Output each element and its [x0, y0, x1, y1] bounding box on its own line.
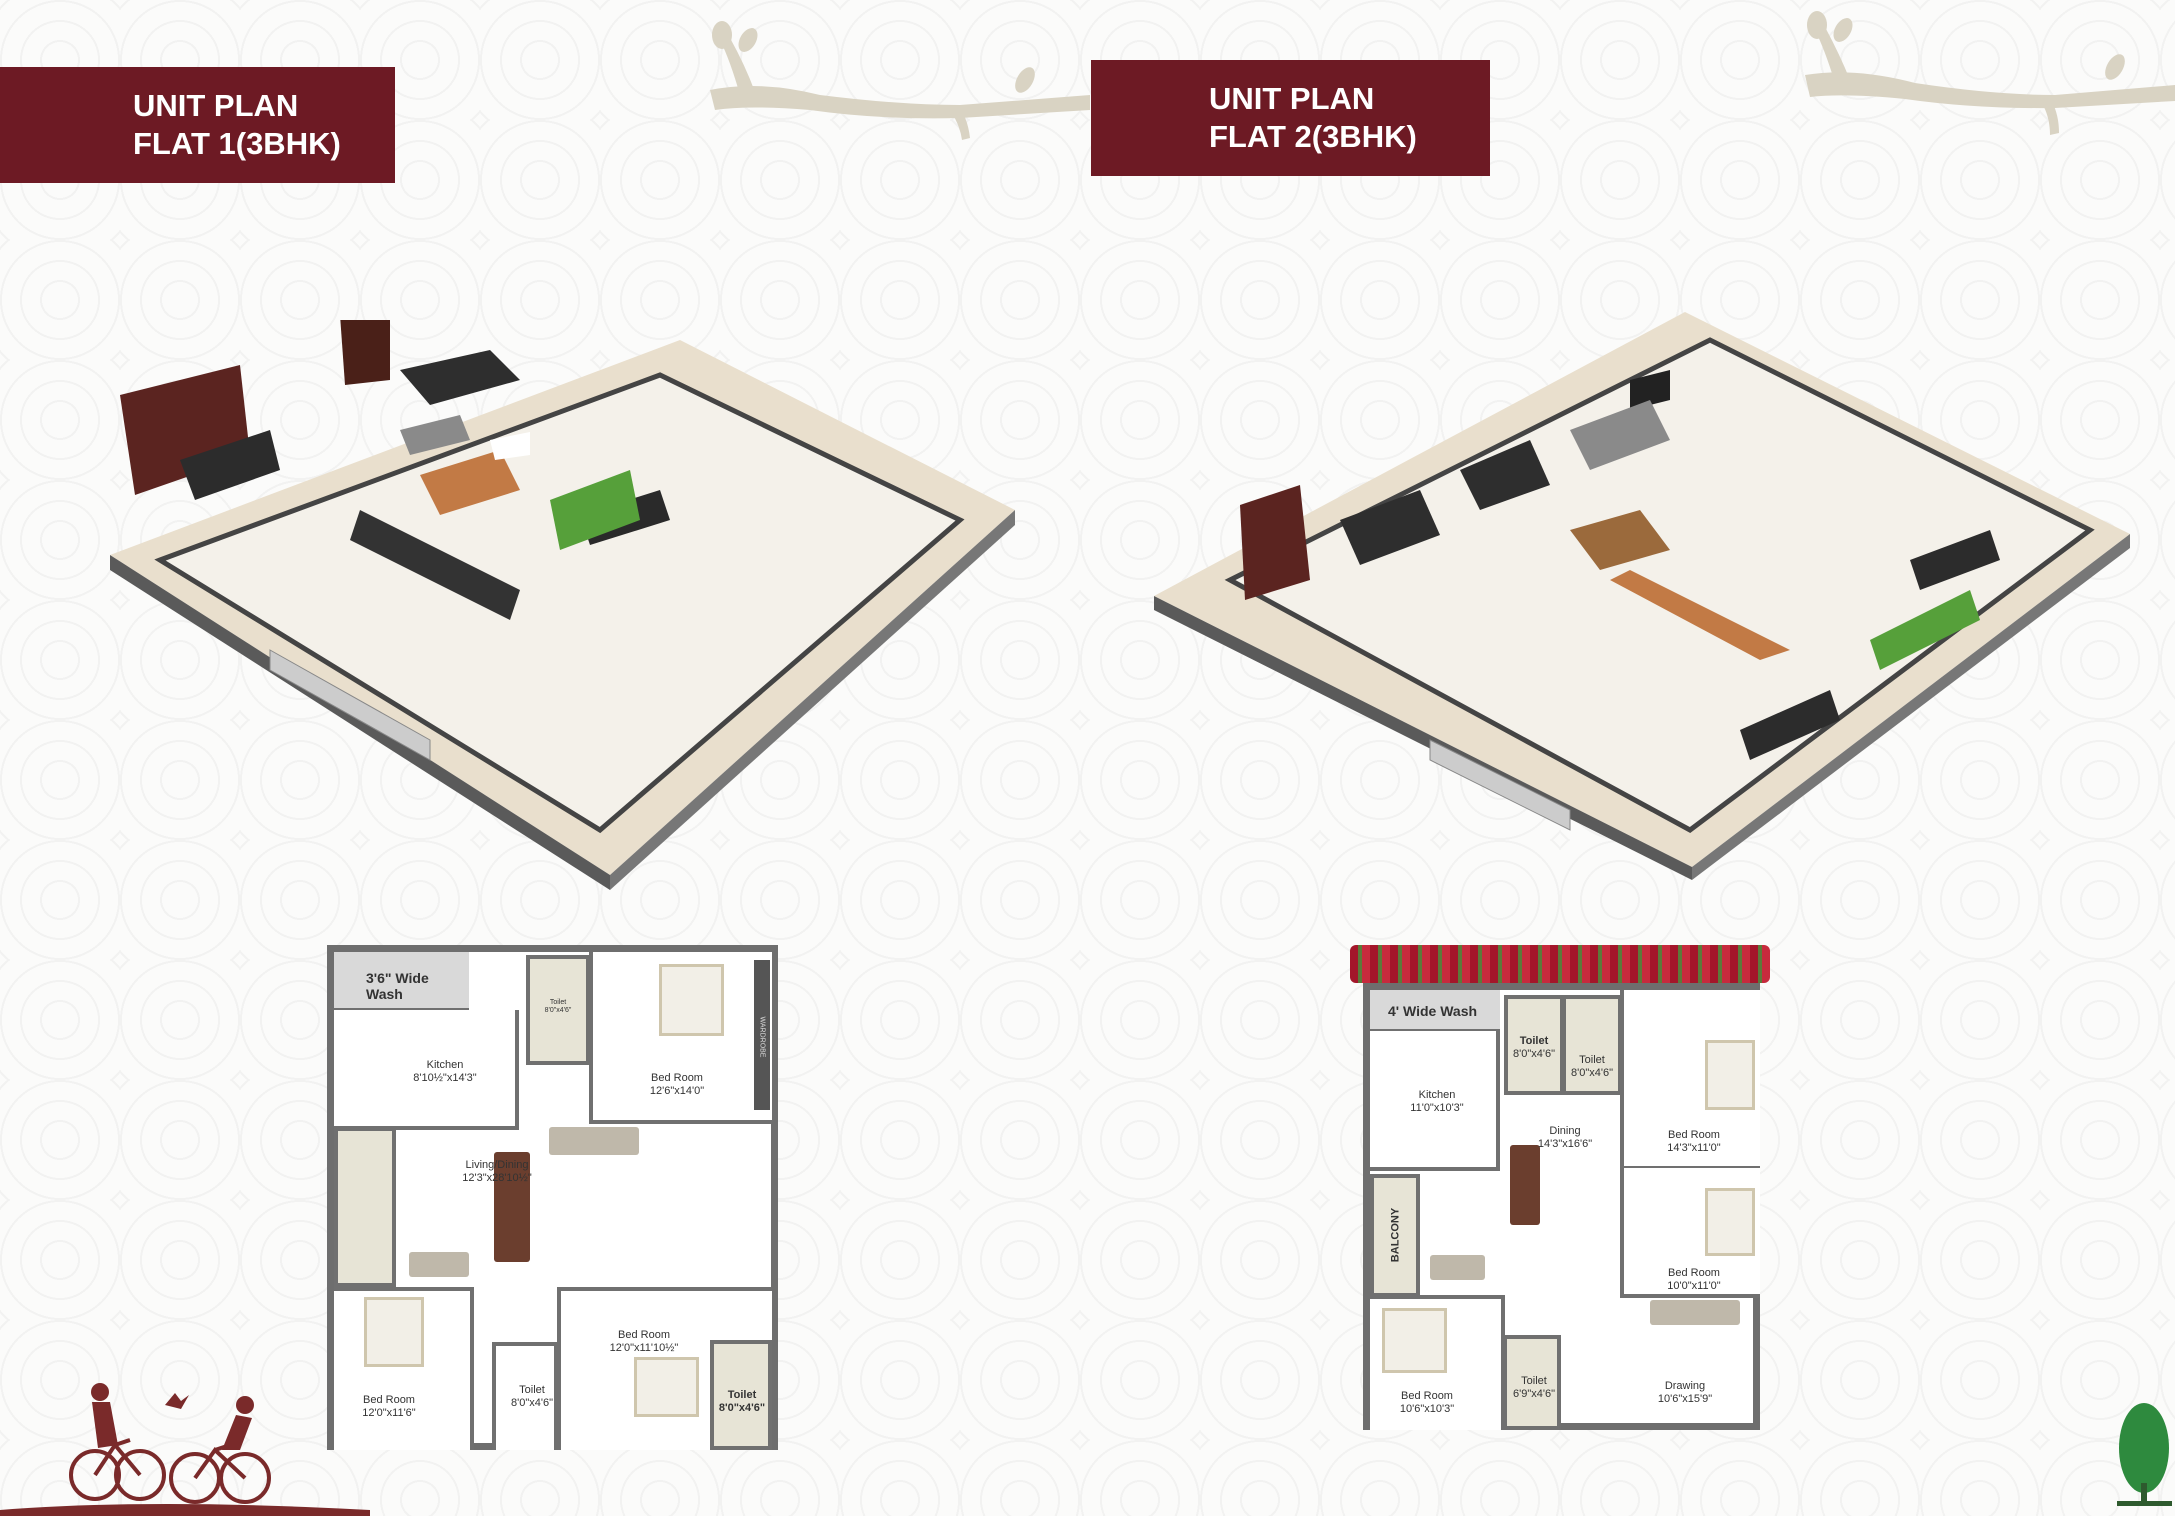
flat1-sofa — [409, 1252, 469, 1277]
room-name: Bed Room — [651, 1072, 703, 1084]
room-name: Bed Room — [1668, 1129, 1720, 1141]
room-name: Toilet — [1519, 1035, 1549, 1047]
flat1-wardrobe — [754, 960, 770, 1110]
flat2-title-banner: UNIT PLAN FLAT 2(3BHK) — [1091, 60, 1490, 176]
room-name: Toilet — [1521, 1375, 1547, 1387]
flat1-bed — [364, 1297, 424, 1367]
flat1-title-line2: FLAT 1(3BHK) — [133, 126, 341, 161]
flat2-title-line2: FLAT 2(3BHK) — [1209, 119, 1417, 154]
room-size: 8'0"x4'6" — [1513, 1048, 1555, 1060]
flat1-kitchen — [334, 1010, 519, 1130]
tree-icon — [2117, 1403, 2172, 1506]
room-size: 10'0"x11'0" — [1667, 1280, 1721, 1292]
flat2-wash-label: 4' Wide Wash — [1388, 1003, 1478, 1019]
room-size: 8'0"x4'6" — [718, 1402, 766, 1414]
room-size: 10'6"x15'9" — [1657, 1393, 1713, 1405]
flat2-bed — [1705, 1188, 1755, 1256]
room-name: Toilet — [1579, 1054, 1605, 1066]
room-size: 6'9"x4'6" — [1513, 1388, 1555, 1400]
room-name: Kitchen — [1418, 1089, 1456, 1101]
flat2-bed — [1382, 1308, 1447, 1373]
flat2-sofa — [1650, 1300, 1740, 1325]
cyclists-icon — [0, 1383, 370, 1516]
flat2-3d-render — [1154, 312, 2130, 880]
room-size: 12'0"x11'10½" — [609, 1342, 679, 1354]
flat2-balcony-label: BALCONY — [1389, 1207, 1402, 1263]
room-size: 14'3"x11'0" — [1667, 1142, 1721, 1154]
room-size: 8'0"x4'6" — [1571, 1067, 1613, 1079]
flat2-sofa — [1430, 1255, 1485, 1280]
flat2-kitchen — [1370, 1031, 1500, 1171]
room-name: Bed Room — [618, 1329, 670, 1341]
flat2-title-line1: UNIT PLAN — [1209, 81, 1375, 116]
room-name: Toilet — [727, 1389, 757, 1401]
flat1-wash-label: 3'6" Wide Wash — [366, 970, 429, 1002]
room-name: Bed Room — [363, 1394, 415, 1406]
room-name: Bed Room — [1668, 1267, 1720, 1279]
flat2-flower-planters — [1350, 945, 1770, 983]
room-name: Dining — [1549, 1125, 1581, 1137]
flat2-dining-table — [1510, 1145, 1540, 1225]
room-size: 10'6"x10'3" — [1399, 1403, 1455, 1415]
branch-decoration-icon — [1805, 11, 2175, 135]
flat1-wardrobe-label: WARDROBE — [758, 1016, 766, 1058]
room-size: 12'3"x28'10½" — [462, 1172, 532, 1184]
flat2-toilet-1 — [1504, 995, 1564, 1095]
room-size: 8'10½"x14'3" — [413, 1072, 477, 1084]
flat2-wash-area: 4' Wide Wash — [1370, 990, 1500, 1033]
room-size: 8'0"x4'6" — [511, 1397, 553, 1409]
room-name: Bed Room — [1401, 1390, 1453, 1402]
flat2-bed — [1705, 1040, 1755, 1110]
room-name: Living/Dining — [465, 1159, 529, 1171]
flat1-sofa — [549, 1127, 639, 1155]
flat1-bedroom-top-right — [589, 952, 772, 1124]
branch-decoration-icon — [710, 21, 1090, 140]
room-size: 12'0"x11'6" — [362, 1407, 416, 1419]
flat1-toilet-mid — [492, 1342, 558, 1450]
flat2-toilet-bottom — [1503, 1335, 1561, 1430]
flat1-title-banner: UNIT PLAN FLAT 1(3BHK) — [0, 67, 395, 183]
flat1-bed — [659, 964, 724, 1036]
room-name: Kitchen — [426, 1059, 464, 1071]
flat1-title-line1: UNIT PLAN — [133, 88, 299, 123]
flat2-toilet-2 — [1562, 995, 1622, 1095]
flat1-toilet-top — [526, 955, 590, 1065]
room-size: 14'3"x16'6" — [1537, 1138, 1593, 1150]
room-size: 11'0"x10'3" — [1410, 1102, 1464, 1114]
flat1-storage — [334, 1127, 396, 1287]
flat1-toilet-right — [710, 1340, 772, 1450]
flat1-3d-render — [110, 320, 1015, 890]
room-name: Drawing — [1664, 1380, 1706, 1392]
room-size: 12'6"x14'0" — [649, 1085, 705, 1097]
room-name: Toilet — [519, 1384, 545, 1396]
flat1-bed — [634, 1357, 699, 1417]
flat1-wash-area: 3'6" Wide Wash — [334, 952, 469, 1012]
room-size: 8'0"x4'6" — [544, 1007, 572, 1014]
room-name: Toilet — [549, 999, 567, 1006]
flat1-dining-table — [494, 1152, 530, 1262]
